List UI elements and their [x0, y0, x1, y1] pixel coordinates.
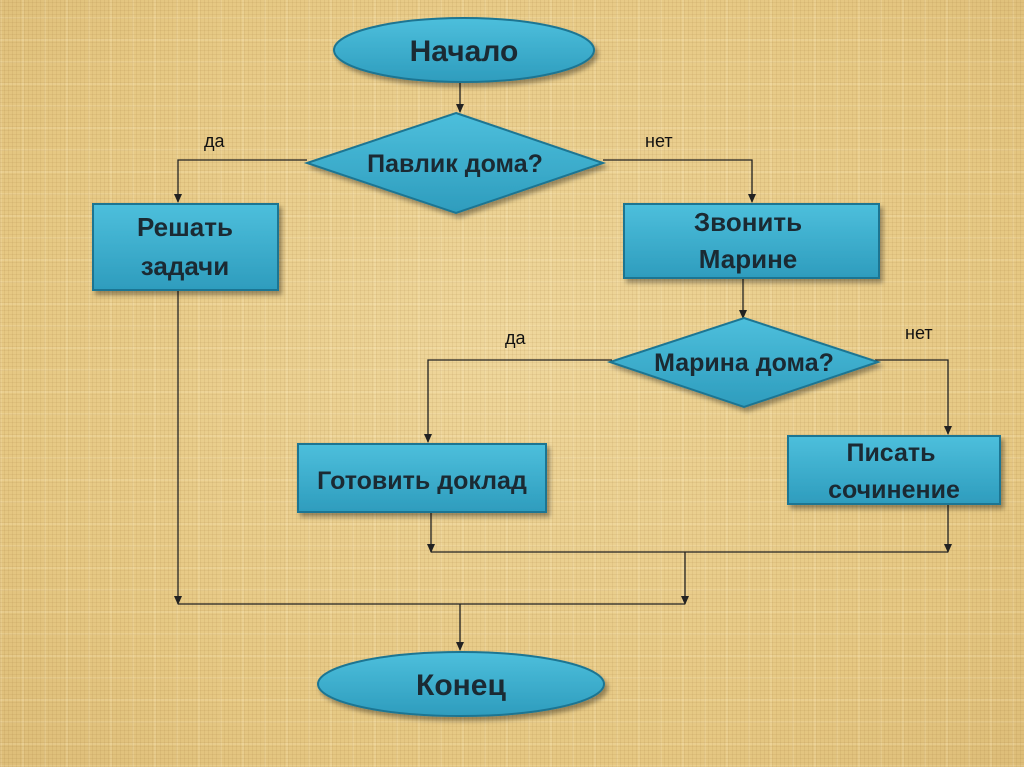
decision-pavlik-home: Павлик дома? — [303, 111, 607, 215]
connectors — [174, 82, 952, 651]
process-solve-problems: Решать задачи — [92, 203, 279, 291]
essay-text-line2: сочинение — [828, 476, 960, 504]
arrow-decision2-no — [875, 359, 952, 435]
arrow-decision2-yes — [424, 359, 612, 443]
solve-text-line1: Решать — [137, 212, 233, 242]
call-text-line1: Звонить — [694, 207, 802, 237]
report-text: Готовить доклад — [317, 467, 527, 495]
start-terminator: Начало — [333, 17, 595, 83]
arrow-decision1-no — [603, 159, 756, 203]
decision1-no-label: нет — [645, 131, 673, 151]
end-terminator: Конец — [317, 651, 605, 717]
process-write-essay: Писать сочинение — [787, 435, 1001, 505]
decision2-yes-label: да — [505, 328, 527, 348]
solve-text-line2: задачи — [141, 251, 229, 281]
essay-text-line1: Писать — [846, 439, 935, 467]
decision2-no-label: нет — [905, 323, 933, 343]
process-call-marina: Звонить Марине — [623, 203, 880, 279]
call-text-line2: Марине — [699, 244, 797, 274]
process-prepare-report: Готовить доклад — [297, 443, 547, 513]
decision1-yes-label: да — [204, 131, 226, 151]
decision1-text: Павлик дома? — [367, 150, 543, 178]
arrow-decision1-yes — [174, 159, 307, 203]
decision-marina-home: Марина дома? — [606, 316, 882, 409]
end-text: Конец — [416, 669, 506, 702]
start-text: Начало — [410, 35, 519, 68]
decision2-text: Марина дома? — [654, 349, 834, 377]
